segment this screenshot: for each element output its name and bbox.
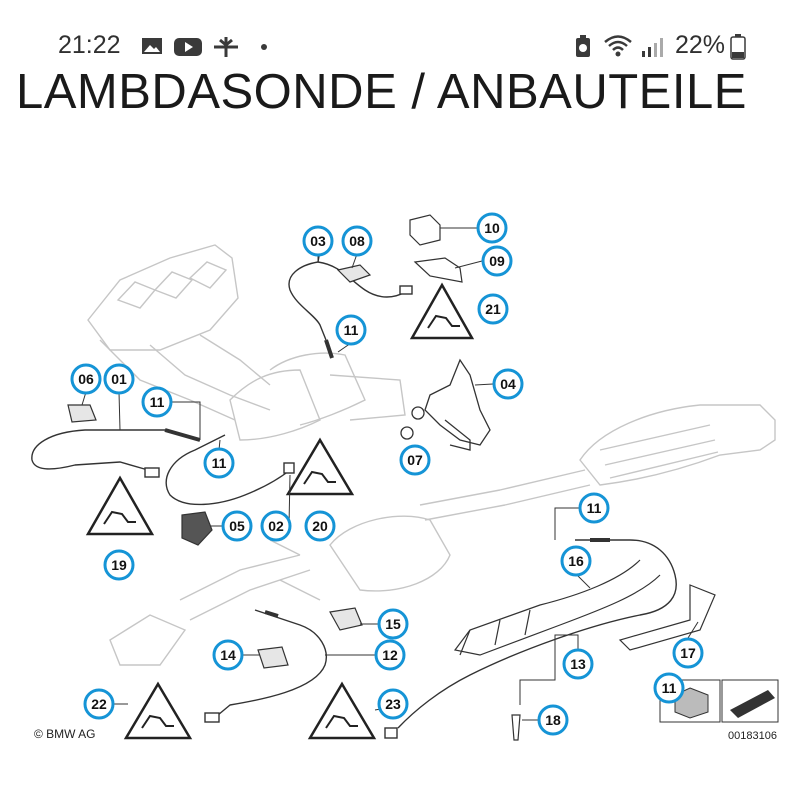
callout-label: 10	[484, 220, 500, 236]
callout-label: 23	[385, 696, 401, 712]
oxygen-sensor-right	[384, 538, 677, 739]
callout-12: 12	[374, 639, 406, 671]
bracket-10-09	[409, 214, 463, 283]
catalytic-converter	[419, 404, 776, 521]
callout-label: 07	[407, 452, 423, 468]
plug-11-box	[659, 679, 779, 723]
oxygen-sensor-01	[31, 428, 201, 478]
battery-saver-icon	[576, 35, 590, 57]
callout-label: 15	[385, 616, 401, 632]
callout-label: 02	[268, 518, 284, 534]
oxygen-sensor-03	[288, 249, 413, 359]
clip-08	[336, 264, 372, 283]
callout-label: 09	[489, 253, 505, 269]
callout-05: 05	[221, 510, 253, 542]
copyright-label: © BMW AG	[34, 727, 96, 741]
callout-label: 20	[312, 518, 328, 534]
drawing-number: 00183106	[728, 730, 777, 742]
callout-17: 17	[672, 637, 704, 669]
status-bar: 21:22 22%	[0, 0, 801, 70]
heat-shield-17	[618, 584, 716, 651]
warning-triangle-19	[85, 475, 155, 536]
callout-label: 03	[310, 233, 326, 249]
oxygen-sensor-12	[204, 609, 327, 723]
connector-05	[181, 511, 213, 546]
callout-20: 20	[304, 510, 336, 542]
warning-triangle-21	[409, 282, 475, 340]
callout-16: 16	[560, 545, 592, 577]
youtube-icon	[174, 38, 202, 56]
callout-label: 11	[662, 680, 677, 696]
callout-04: 04	[492, 368, 524, 400]
callout-label: 11	[587, 500, 602, 516]
callout-09: 09	[481, 245, 513, 277]
callout-label: 21	[485, 301, 501, 317]
warning-triangle-20	[285, 437, 355, 496]
callout-08: 08	[341, 225, 373, 257]
battery-percent: 22%	[675, 31, 726, 59]
clip-15	[329, 607, 363, 631]
clip-14	[257, 646, 289, 669]
callout-11: 11	[203, 447, 235, 479]
callout-01: 01	[103, 363, 135, 395]
callout-15: 15	[377, 608, 409, 640]
callout-label: 04	[500, 376, 516, 392]
callout-19: 19	[103, 549, 135, 581]
bracket-04	[400, 358, 491, 451]
status-time: 21:22	[58, 31, 121, 59]
callout-label: 11	[344, 322, 359, 338]
callout-label: 19	[111, 557, 127, 573]
battery-icon	[730, 34, 746, 60]
callout-06: 06	[70, 363, 102, 395]
callout-11: 11	[578, 492, 610, 524]
callout-07: 07	[399, 444, 431, 476]
callout-label: 11	[212, 455, 227, 471]
warning-triangle-22	[123, 681, 193, 740]
callout-label: 14	[220, 647, 236, 663]
callout-label: 06	[78, 371, 94, 387]
signal-icon	[642, 38, 663, 57]
callout-13: 13	[562, 648, 594, 680]
callout-label: 08	[349, 233, 365, 249]
exhaust-manifold	[87, 244, 406, 441]
screw-18	[511, 714, 521, 741]
callout-label: 22	[91, 696, 107, 712]
callout-03: 03	[302, 225, 334, 257]
dot-icon	[261, 44, 267, 50]
wifi-icon	[604, 35, 632, 57]
callout-layer: 03 08 10 09 21 11 06 01 04 11 07 11 11 05 02 20 16 19 15 12…	[70, 212, 704, 736]
oxygen-sensor-02	[165, 434, 295, 506]
clip-06	[67, 404, 97, 423]
front-silencer	[109, 515, 451, 666]
callout-10: 10	[476, 212, 508, 244]
page-title: LAMBDASONDE / ANBAUTEILE	[16, 65, 747, 119]
callout-11: 11	[335, 314, 367, 346]
callout-label: 11	[150, 394, 165, 410]
callout-11: 11	[141, 386, 173, 418]
parts-diagram: 03 08 10 09 21 11 06 01 04 11 07 11 11 05 02 20 16 19 15 12…	[31, 212, 779, 741]
callout-02: 02	[260, 510, 292, 542]
callout-label: 05	[229, 518, 245, 534]
callout-23: 23	[377, 688, 409, 720]
image-icon	[142, 38, 162, 54]
flight-icon	[214, 37, 238, 57]
callout-label: 01	[111, 371, 127, 387]
callout-label: 12	[382, 647, 398, 663]
callout-18: 18	[537, 704, 569, 736]
warning-triangle-23	[307, 681, 377, 740]
callout-11: 11	[653, 672, 685, 704]
cable-tray-16	[453, 559, 661, 656]
callout-21: 21	[477, 293, 509, 325]
callout-label: 18	[545, 712, 561, 728]
callout-22: 22	[83, 688, 115, 720]
callout-label: 16	[568, 553, 584, 569]
callout-label: 17	[680, 645, 696, 661]
callout-14: 14	[212, 639, 244, 671]
callout-label: 13	[570, 656, 586, 672]
